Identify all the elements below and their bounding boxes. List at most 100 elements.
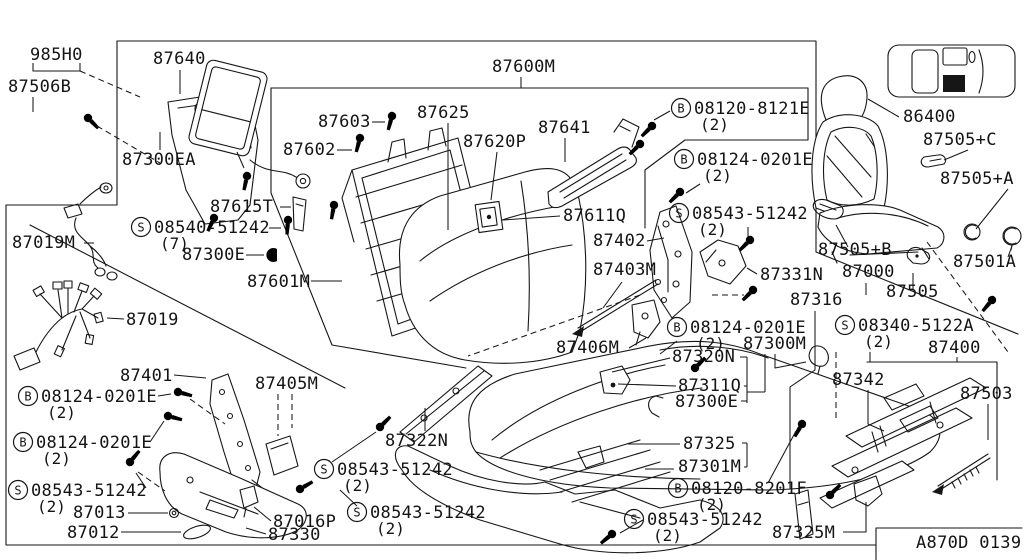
grommet-87013	[168, 507, 180, 519]
quantity-text: (2)	[700, 115, 729, 134]
cushion-frame-drawing	[394, 439, 724, 554]
part-number-text: 87000	[842, 262, 895, 282]
part-number-text: 87401	[120, 366, 173, 386]
part-number-text: 87013	[73, 503, 126, 523]
fastener-symbol-circle	[666, 316, 688, 338]
part-number-text: 87602	[283, 140, 336, 160]
fastener-symbol-letter: B	[680, 153, 687, 167]
lower-left-divider	[29, 224, 346, 389]
part-number-text: 87405M	[255, 374, 318, 394]
fastener-symbol-circle	[670, 97, 692, 119]
strap-87316	[794, 489, 814, 540]
part-number-text: 87406M	[556, 338, 619, 358]
part-number-text: 08543-51242	[692, 204, 808, 224]
part-number-text: 08543-51242	[31, 481, 147, 501]
part-label-87300E-b: 87300E	[675, 392, 738, 412]
fastener-symbol-circle	[667, 477, 689, 499]
part-label-87012: 87012	[67, 523, 120, 543]
part-label-87311Q: 87311Q	[678, 376, 741, 396]
part-label-87325M: 87325M	[772, 523, 835, 543]
part-number-text: 87503	[960, 384, 1013, 404]
part-label-87402: 87402	[593, 231, 645, 251]
part-label-87322N: 87322N	[385, 431, 448, 451]
part-label-87019: 87019	[126, 310, 179, 330]
fastener-symbol-letter: B	[673, 321, 680, 335]
part-number-text: 87611Q	[563, 206, 626, 226]
part-number-text: 87301M	[678, 457, 741, 477]
part-number-text: 87403M	[593, 260, 656, 280]
cover-87331N	[699, 239, 747, 285]
part-label-87325: 87325	[683, 434, 735, 454]
part-number-text: 87331N	[760, 265, 823, 285]
part-number-text: 87311Q	[678, 376, 741, 396]
part-label-87601M: 87601M	[247, 272, 310, 292]
part-label-87330: 87330	[268, 525, 320, 545]
fastener-symbol-letter: B	[674, 482, 681, 496]
knob-87505C	[920, 154, 947, 168]
part-label-87331N: 87331N	[760, 265, 823, 285]
fastener-symbol-circle	[346, 501, 368, 523]
harness-87019M	[63, 182, 118, 281]
car-cabin-left	[911, 49, 939, 94]
part-label-87620P: 87620P	[463, 132, 526, 152]
quantity-text: (2)	[653, 526, 682, 545]
part-label-B08124-0201E-a: B 08124-0201E(2)	[673, 148, 813, 185]
part-label-87505+A: 87505+A	[940, 169, 1013, 189]
part-number-text: 08120-8201F	[691, 479, 807, 499]
part-number-text: A870D 0139	[916, 533, 1021, 553]
part-number-text: 87641	[538, 118, 591, 138]
car-position-inset	[887, 44, 1016, 98]
part-number-text: 87601M	[247, 272, 310, 292]
part-number-text: 985H0	[30, 45, 83, 65]
fastener-symbol-circle	[834, 314, 856, 336]
patch-87611Q	[486, 214, 492, 220]
bracket-87406M	[631, 299, 661, 346]
part-label-87505+B: 87505+B	[818, 240, 892, 260]
part-label-87641: 87641	[538, 118, 591, 138]
part-label-87300EA: 87300EA	[122, 150, 195, 170]
part-number-text: 87505+B	[818, 240, 892, 260]
quantity-text: (2)	[42, 449, 71, 468]
fastener-symbol-letter: S	[630, 513, 637, 527]
part-label-87611Q: 87611Q	[563, 206, 626, 226]
quantity-text: (2)	[696, 334, 725, 353]
part-number-text: 08124-0201E	[697, 150, 813, 170]
part-number-text: 87620P	[463, 132, 526, 152]
fastener-symbol-letter: B	[19, 436, 26, 450]
fastener-symbol-letter: B	[677, 102, 684, 116]
knob-87505B	[812, 198, 844, 220]
part-number-text: 87505	[886, 282, 939, 302]
flap-87311Q	[599, 365, 631, 395]
part-number-text: 08540-51242	[154, 218, 270, 238]
part-number-text: 87019M	[12, 233, 75, 253]
part-number-text: 87400	[928, 338, 981, 358]
part-label-87501A: 87501A	[953, 252, 1016, 272]
fastener-symbol-circle	[623, 508, 645, 530]
part-label-87405M: 87405M	[255, 374, 318, 394]
outer-box-left-bottom	[5, 40, 877, 546]
part-number-text: 87615T	[210, 197, 273, 217]
quantity-text: (2)	[37, 497, 66, 516]
part-number-text: 87300M	[743, 334, 806, 354]
garnish-87641	[547, 118, 640, 209]
car-rear-seat	[942, 47, 968, 66]
part-label-87403M: 87403M	[593, 260, 656, 280]
part-label-B08120-8121E: B 08120-8121E(2)	[670, 97, 810, 134]
clip-87300E-top	[266, 248, 280, 262]
car-headrest-mark	[968, 50, 976, 64]
quantity-text: (2)	[703, 166, 732, 185]
part-label-87615T: 87615T	[210, 197, 273, 217]
fastener-symbol-letter: S	[841, 319, 848, 333]
bracket-87325M	[853, 475, 883, 507]
fastener-symbol-letter: S	[137, 221, 144, 235]
part-label-87505: 87505	[886, 282, 939, 302]
part-number-text: 87012	[67, 523, 120, 543]
fastener-symbol-letter: S	[14, 484, 21, 498]
part-number-text: 08120-8121E	[694, 99, 810, 119]
quantity-text: (2)	[47, 403, 76, 422]
fastener-symbol-letter: S	[675, 207, 682, 221]
part-number-text: 08543-51242	[337, 460, 453, 480]
part-number-text: 87019	[126, 310, 179, 330]
